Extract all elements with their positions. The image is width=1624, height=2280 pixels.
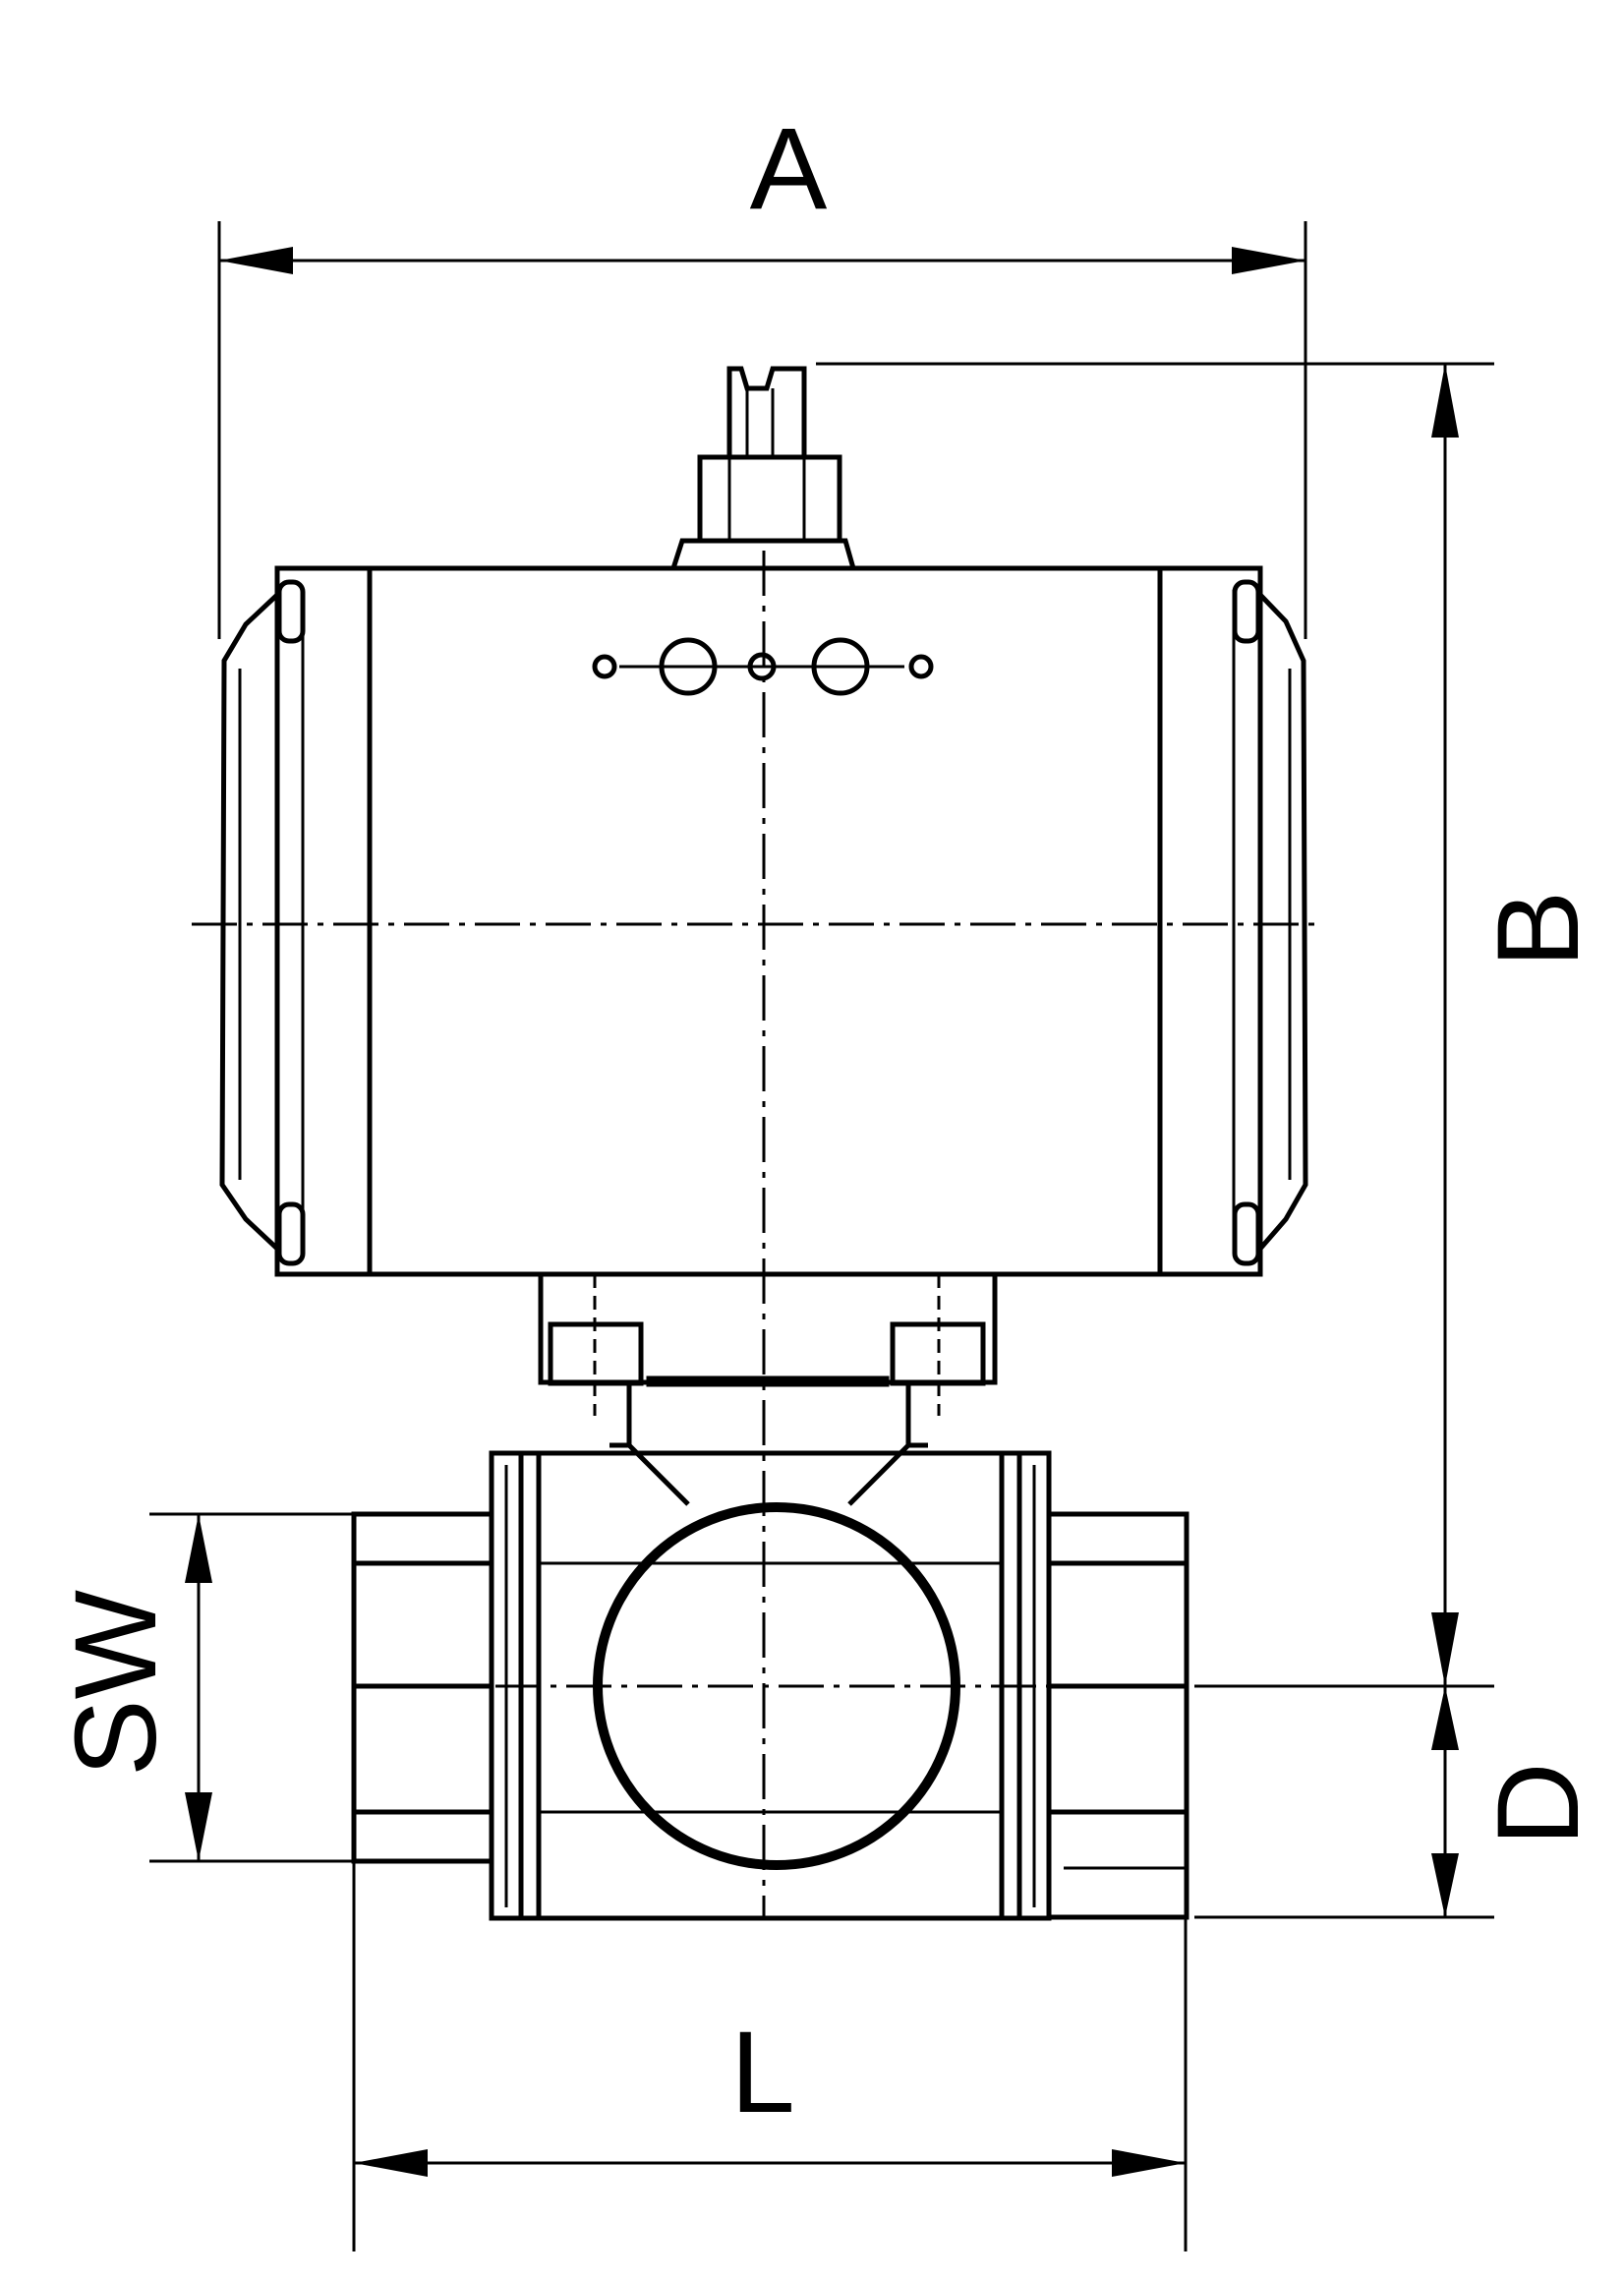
dimension-d-arrow-top [1431, 1686, 1459, 1750]
actuator-end-cap-right [1258, 593, 1308, 1251]
dimension-a-arrow-right [1232, 247, 1305, 274]
air-ports [592, 637, 934, 696]
dimension-a: A [217, 104, 1307, 639]
dimension-a-label: A [750, 104, 828, 234]
mounting-bracket [538, 1271, 998, 1506]
dimension-sw: SW [51, 1512, 352, 1863]
actuator-end-cap-left [219, 593, 279, 1251]
ball-valve-body [351, 1450, 1189, 1921]
dimension-b: B [816, 362, 1603, 1686]
dimension-l: L [352, 1861, 1188, 2251]
dimension-b-arrow-bottom [1431, 1612, 1459, 1686]
dimension-sw-arrow-bottom [185, 1792, 212, 1861]
dimension-b-arrow-top [1431, 364, 1459, 438]
dimension-d: D [1194, 1684, 1603, 1919]
dimension-b-label: B [1474, 891, 1603, 968]
dimension-l-label: L [730, 2008, 795, 2137]
dimension-a-arrow-left [219, 247, 293, 274]
dimension-d-arrow-bottom [1431, 1853, 1459, 1917]
dimension-d-label: D [1474, 1762, 1603, 1845]
dimension-sw-arrow-top [185, 1514, 212, 1583]
dimension-sw-label: SW [51, 1590, 181, 1777]
dimension-l-arrow-right [1112, 2149, 1186, 2177]
valve-hex-end-right [1046, 1511, 1189, 1920]
dimension-l-arrow-left [354, 2149, 428, 2177]
pneumatic-actuator [192, 366, 1317, 1277]
actuator-shaft [670, 366, 856, 569]
